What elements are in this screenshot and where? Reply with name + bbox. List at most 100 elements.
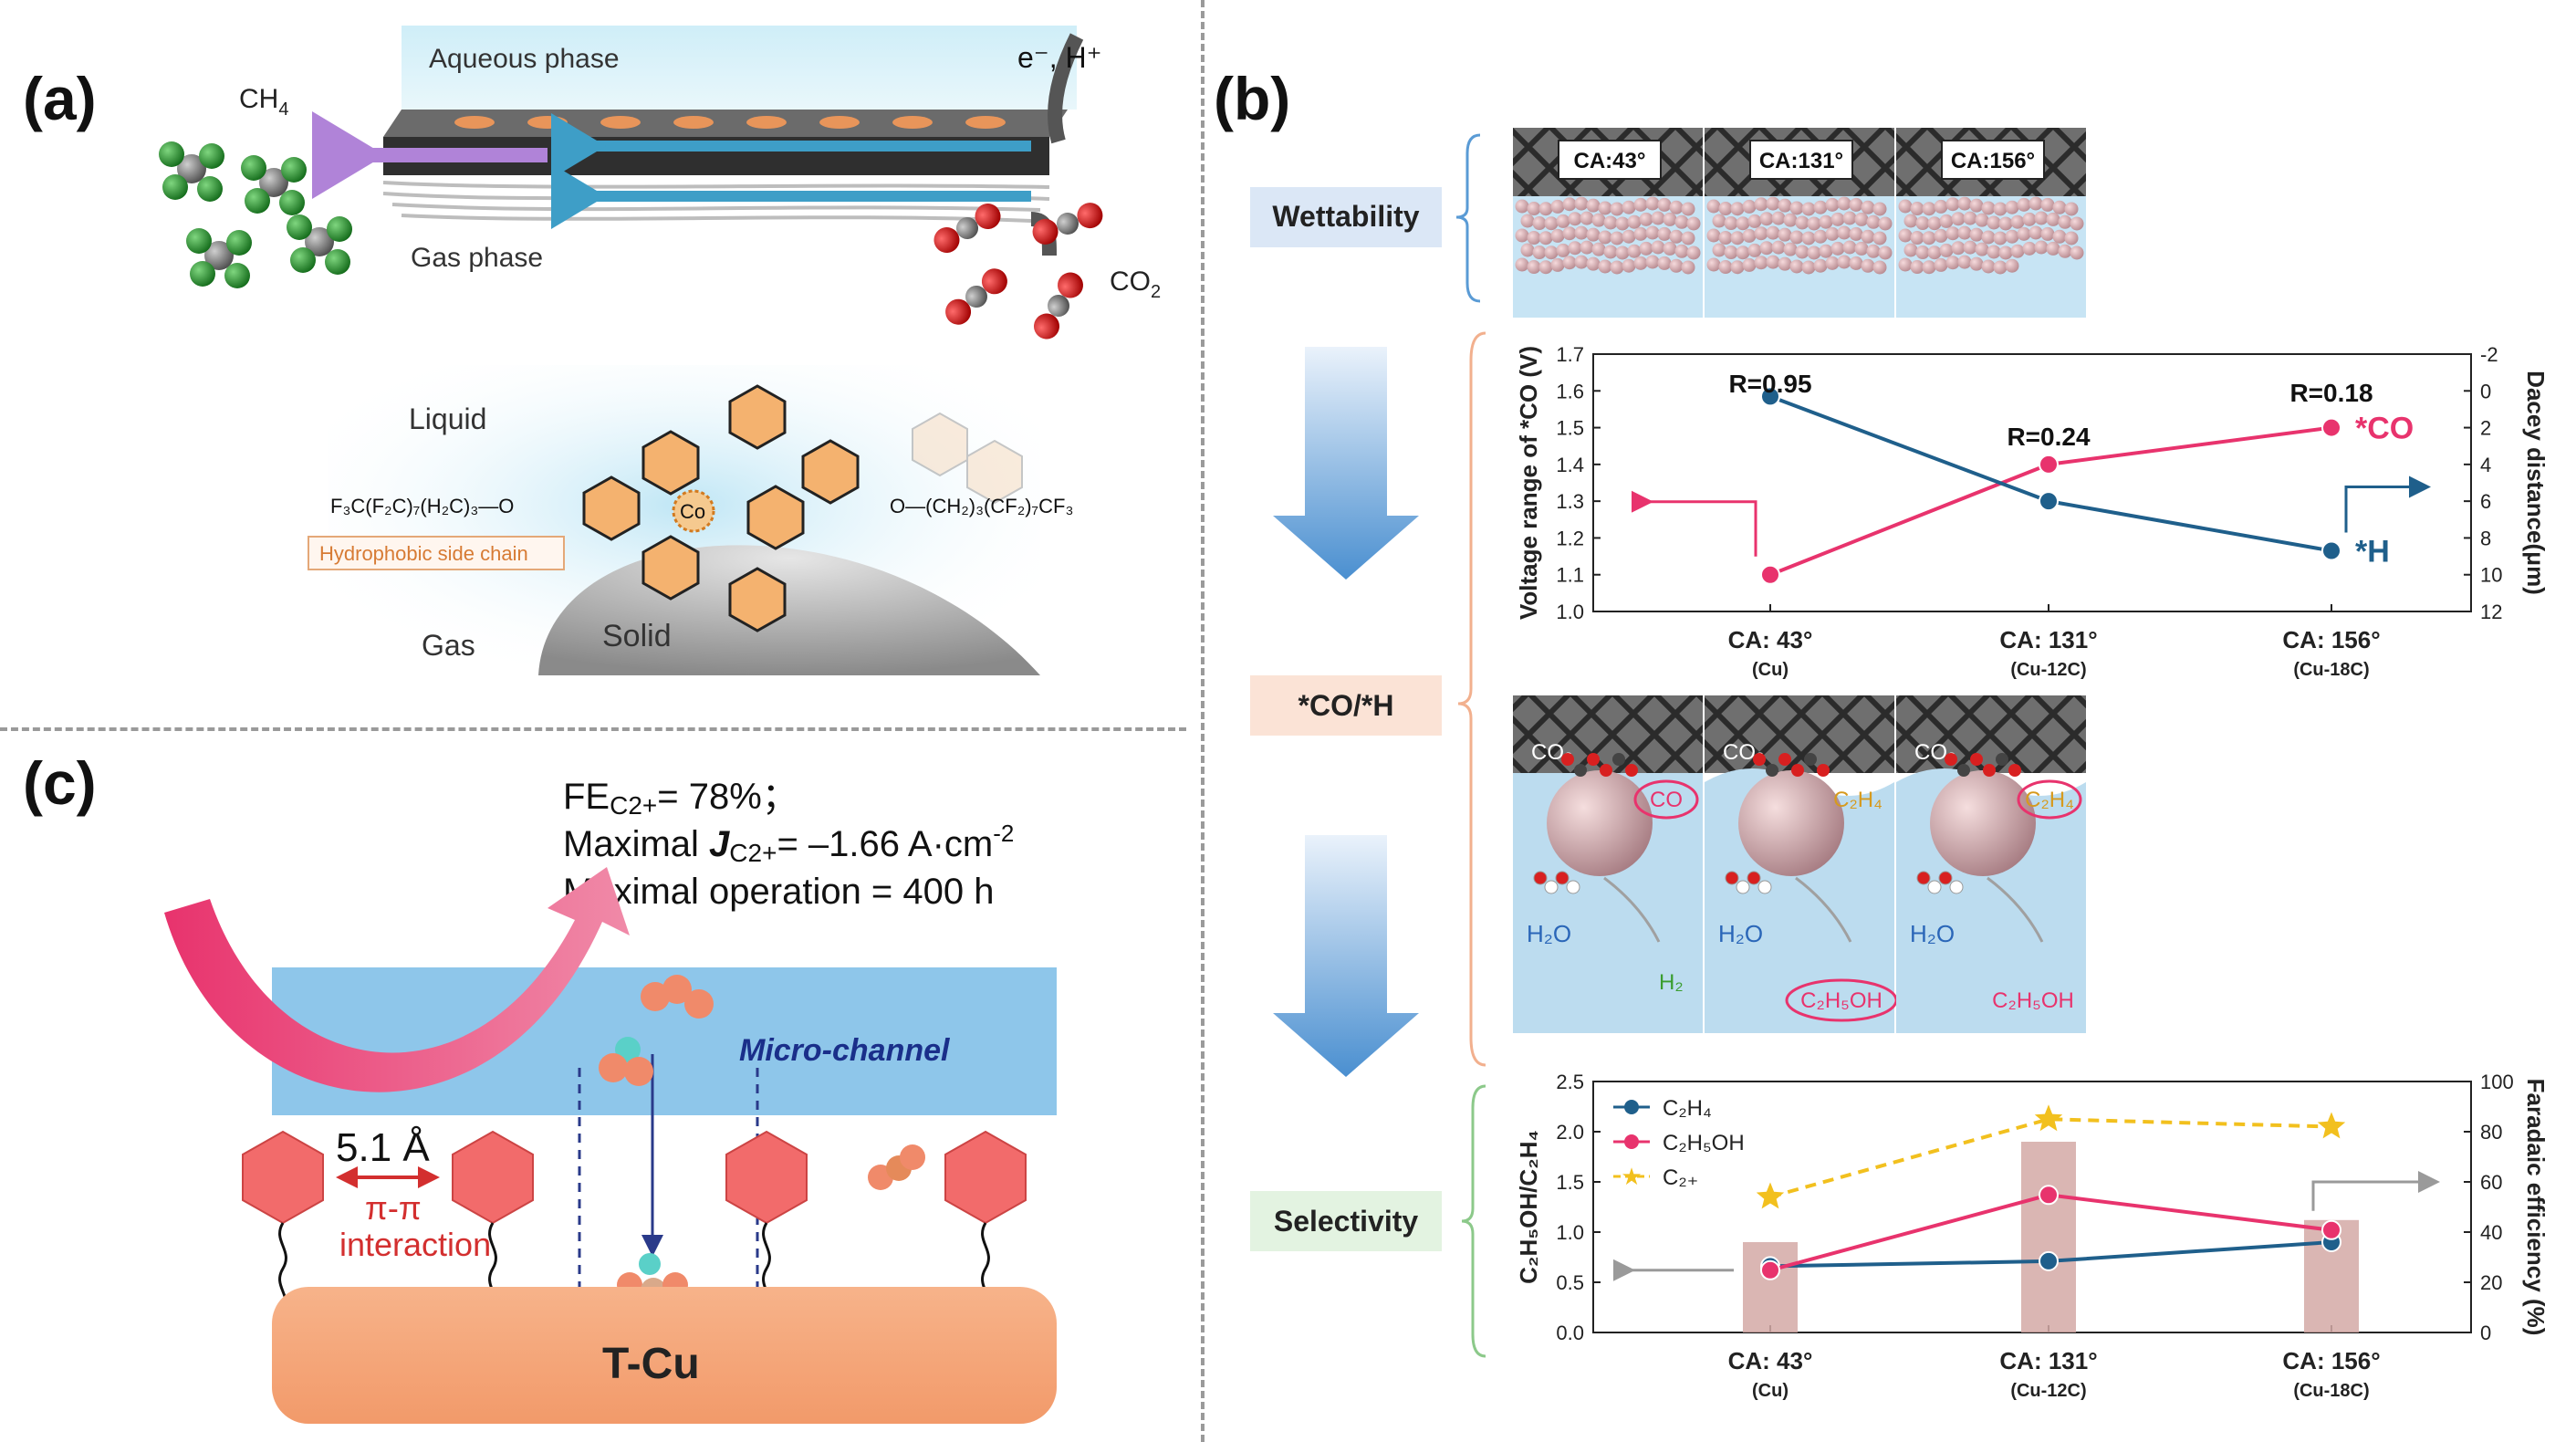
catalyst-particle	[1562, 256, 1577, 270]
ethanol-label: C₂H₅OH	[1992, 988, 2074, 1013]
catalyst-particle	[1993, 231, 2008, 246]
y2-axis-label: Faradaic efficiency (%)	[2522, 1079, 2550, 1336]
y-tick-label: 1.7	[1556, 343, 1584, 366]
electron-label: e⁻, H⁺	[1017, 41, 1101, 74]
catalyst-particle	[1939, 243, 1954, 257]
catalyst-particle	[1927, 246, 1942, 260]
catalyst-particle	[1771, 240, 1786, 255]
catalyst-particle	[2005, 229, 2019, 244]
y-axis-label: Voltage range of *CO (V)	[1515, 346, 1542, 620]
panel-c-illustration: FEC2+= 78%； Maximal JC2+= –1.66 A·cm-2 M…	[164, 777, 1057, 1424]
vertical-divider	[1201, 0, 1205, 1442]
correlation-label: R=0.24	[2007, 423, 2090, 451]
molecule-atom	[1817, 764, 1830, 777]
catalyst-particle	[1591, 242, 1606, 256]
catalyst-particle	[2034, 240, 2049, 255]
y-tick-label: 1.3	[1556, 490, 1584, 513]
catalyst-particle	[1706, 257, 1721, 272]
catalyst-particle	[1837, 196, 1851, 211]
x-sub-label: (Cu)	[1752, 660, 1789, 680]
catalyst-particle	[1550, 199, 1565, 214]
catalyst-particle	[1747, 243, 1762, 257]
catalyst-particle	[1754, 256, 1768, 270]
catalyst-particle	[1527, 231, 1541, 246]
catalyst-particle	[2070, 216, 2084, 231]
molecule-atom	[1945, 753, 1957, 766]
molecule-atom	[1970, 753, 1983, 766]
water-atom	[1757, 880, 1772, 894]
stacking-distance-label: 5.1 Å	[336, 1125, 430, 1170]
catalyst-particle	[1627, 214, 1642, 229]
catalyst-particle	[1813, 229, 1828, 244]
molecule-atom	[1753, 753, 1766, 766]
y2-tick-label: 100	[2480, 1071, 2514, 1093]
catalyst-particle	[2010, 214, 2025, 229]
catalyst-particle	[1957, 225, 1972, 240]
catalyst-particle	[1742, 228, 1757, 243]
water-label: H₂O	[1910, 920, 1955, 947]
y-tick-label: 0.0	[1556, 1322, 1584, 1344]
faded-ligands	[912, 412, 1023, 505]
panel-b-label: (b)	[1214, 65, 1291, 132]
molecule-atom	[1804, 753, 1817, 766]
catalyst-particle	[1759, 241, 1774, 256]
catalyst-particle	[1830, 241, 1845, 256]
product-label: C₂H₄	[1833, 788, 1882, 812]
catalyst-particle	[1837, 255, 1851, 269]
ratio-bar	[2021, 1142, 2076, 1332]
methane-molecules	[159, 141, 352, 288]
co-h-bracket	[1457, 331, 1486, 1067]
catalyst-particle	[1766, 255, 1780, 269]
catalyst-particle	[1598, 230, 1612, 245]
catalyst-particle	[2028, 225, 2043, 240]
catalyst-particle	[1945, 226, 1960, 241]
catalyst-particle	[1603, 215, 1618, 230]
catalyst-particle	[1981, 230, 1996, 245]
catalyst-particle	[1718, 231, 1733, 246]
catalyst-particle	[2028, 196, 2043, 211]
side-chain-label: Hydrophobic side chain	[319, 542, 528, 565]
star-point	[2034, 1104, 2063, 1132]
panel-a-label: (a)	[23, 65, 97, 132]
catalyst-particle	[1969, 227, 1984, 242]
water-atom	[1949, 880, 1964, 894]
solid-label: Solid	[602, 619, 672, 653]
y-axis-label: C₂H₅OH/C₂H₄	[1515, 1130, 1542, 1284]
contact-angle-label: CA:131°	[1759, 149, 1843, 173]
x-sub-label: (Cu-12C)	[2010, 1381, 2086, 1401]
panel-c-label: (c)	[23, 749, 97, 817]
molecule-atom	[1574, 764, 1587, 777]
y-tick-label: 1.0	[1556, 601, 1584, 623]
catalyst-particle	[1663, 241, 1677, 256]
product-circle	[1633, 779, 1699, 820]
catalyst-particle	[1878, 216, 1893, 231]
water-atom	[1533, 871, 1548, 885]
catalyst-particle	[1778, 198, 1792, 213]
catalyst-particle	[1849, 197, 1863, 212]
catalyst-particle	[1861, 200, 1875, 214]
molecule-atom	[1791, 764, 1804, 777]
catalyst-particle	[1801, 231, 1816, 246]
catalyst-particle	[2040, 197, 2055, 212]
catalyst-particle	[1610, 231, 1624, 246]
x-sub-label: (Cu-18C)	[2293, 660, 2369, 680]
catalyst-particle	[1783, 213, 1798, 227]
catalyst-particle	[1939, 214, 1954, 228]
catalyst-particle	[1598, 201, 1612, 215]
catalyst-particle	[1915, 216, 1930, 231]
catalyst-particle	[1934, 228, 1948, 243]
t-cu-label: T-Cu	[602, 1340, 700, 1388]
molecule-atom	[1778, 753, 1791, 766]
catalyst-particle	[1686, 216, 1701, 231]
catalyst-particle	[2058, 214, 2072, 229]
catalyst-particle	[1747, 214, 1762, 228]
catalyst-particle	[1866, 244, 1881, 258]
catalyst-particle	[1627, 244, 1642, 258]
catalyst-particle	[1538, 202, 1553, 216]
catalyst-particle	[2017, 197, 2031, 212]
catalyst-particle	[1657, 256, 1672, 270]
left-alkyl-chain: F₃C(F₂C)₇(H₂C)₃—O	[330, 495, 514, 517]
catalyst-particle	[1766, 196, 1780, 211]
catalyst-particle	[1813, 258, 1828, 273]
water-atom	[1725, 871, 1739, 885]
